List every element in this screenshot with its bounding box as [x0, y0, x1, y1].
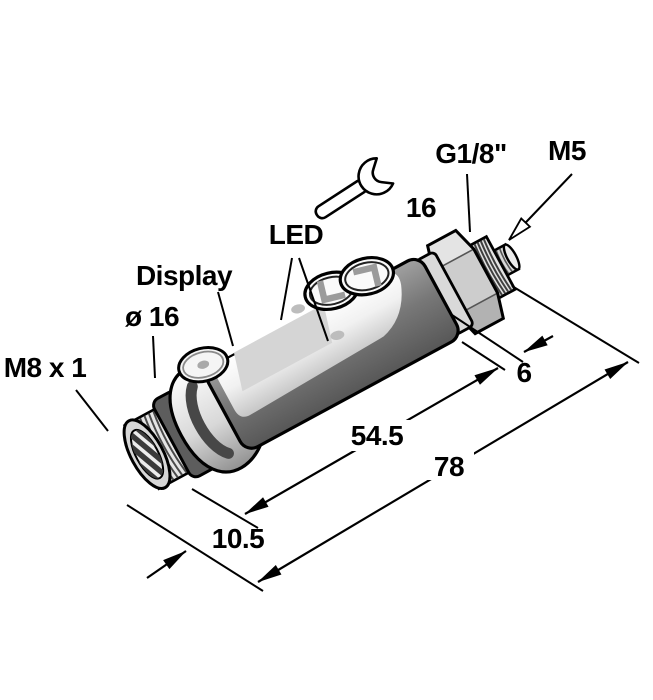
labels: G1/8" M5 16 LED Display ø 16 M8 x 1 6 54… — [4, 135, 587, 554]
round-button[interactable] — [175, 342, 232, 386]
extension-line-hex — [451, 314, 524, 363]
leader-led-2 — [298, 257, 329, 342]
extension-line-m8-face — [126, 504, 264, 592]
extension-line-body-start — [191, 488, 259, 529]
wrench-icon — [314, 157, 395, 220]
leader-m8 — [75, 389, 109, 432]
leader-display — [217, 291, 234, 347]
label-display: Display — [136, 260, 233, 291]
round-button-dot — [197, 360, 210, 369]
leader-diameter — [152, 335, 156, 379]
extension-line-tip — [511, 285, 640, 364]
m5-tip-face — [502, 243, 521, 271]
label-wrench-size: 16 — [406, 192, 436, 223]
led-dot-2 — [330, 330, 345, 340]
label-g18: G1/8" — [435, 138, 506, 169]
leader-led-1 — [280, 257, 293, 321]
down-arrow-glyph — [316, 280, 346, 304]
housing-end-cap — [168, 361, 263, 474]
label-connector-thread: M8 x 1 — [4, 352, 87, 383]
dimension-text-78: 78 — [434, 451, 464, 482]
leader-g18 — [466, 173, 471, 233]
label-led: LED — [269, 219, 324, 250]
end-cap-groove — [185, 381, 234, 459]
leader-m5 — [509, 173, 573, 240]
up-arrow-button[interactable] — [336, 252, 397, 300]
label-m5: M5 — [548, 135, 586, 166]
dimension-arrow-6 — [523, 335, 554, 353]
extension-lines — [126, 285, 640, 592]
label-body-diameter: ø 16 — [125, 301, 179, 332]
dimension-text-54-5-bg — [341, 420, 413, 451]
dimension-arrow-10-5 — [146, 550, 187, 579]
dimension-text-6: 6 — [516, 357, 531, 388]
up-arrow-glyph — [352, 263, 382, 287]
led-dots — [291, 304, 345, 340]
leader-lines — [75, 173, 573, 432]
led-dot-1 — [291, 304, 305, 314]
dimension-text-10-5: 10.5 — [212, 523, 265, 554]
dimension-text-78-bg — [424, 451, 474, 480]
dimension-text-54-5: 54.5 — [351, 420, 404, 451]
